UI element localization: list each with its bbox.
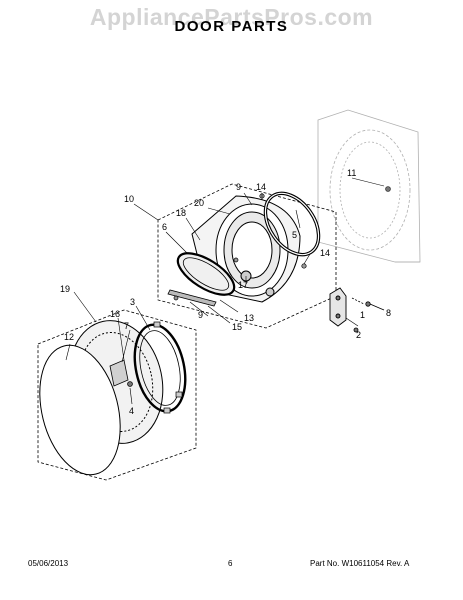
callout-label: 18 <box>176 208 186 218</box>
hinge-screws <box>351 297 385 333</box>
door-liner-ring <box>133 321 187 414</box>
footer-page-number: 6 <box>228 559 233 568</box>
door-latch <box>109 359 133 387</box>
door-hinge-bar <box>167 289 217 307</box>
page-title: DOOR PARTS <box>174 18 289 35</box>
callout-label: 5 <box>292 230 297 240</box>
hinge-bracket <box>329 287 347 327</box>
callout-label: 1 <box>360 310 365 320</box>
door-gasket <box>263 191 321 257</box>
callout-label: 17 <box>238 280 248 290</box>
watermark: AppliancePartsPros.com <box>89 4 374 30</box>
callout-label: 2 <box>356 330 361 340</box>
door-window-glass <box>176 252 236 296</box>
cabinet-screw <box>385 186 391 192</box>
inner-door-face <box>39 344 121 476</box>
callout-label: 13 <box>244 313 254 323</box>
callout-label: 8 <box>386 308 391 318</box>
footer-date: 05/06/2013 <box>28 559 69 568</box>
callout-label: 11 <box>347 168 356 178</box>
callout-label: 20 <box>194 198 204 208</box>
callout-label: 12 <box>64 332 74 342</box>
cabinet-front <box>317 109 421 263</box>
callout-label: 6 <box>162 222 167 232</box>
callout-label: 19 <box>60 284 70 294</box>
leader-lines <box>65 177 385 405</box>
callout-label: 7 <box>124 321 129 331</box>
callout-label: 9 <box>198 310 203 320</box>
callout-label: 4 <box>129 406 134 416</box>
callout-label: 10 <box>124 194 134 204</box>
callout-label: 9 <box>236 182 241 192</box>
callout-label: 14 <box>256 182 266 192</box>
callout-labels: 1 2 3 4 5 6 7 8 9 9 10 11 12 13 14 14 15… <box>60 168 391 416</box>
callout-label: 14 <box>320 248 330 258</box>
callout-label: 15 <box>232 322 242 332</box>
outer-door-assembly-outline <box>157 183 337 329</box>
callout-label: 3 <box>130 297 135 307</box>
footer-part-number: Part No. W10611054 Rev. A <box>310 559 410 568</box>
callout-label: 16 <box>110 309 120 319</box>
inner-door-assembly-outline <box>37 309 197 481</box>
